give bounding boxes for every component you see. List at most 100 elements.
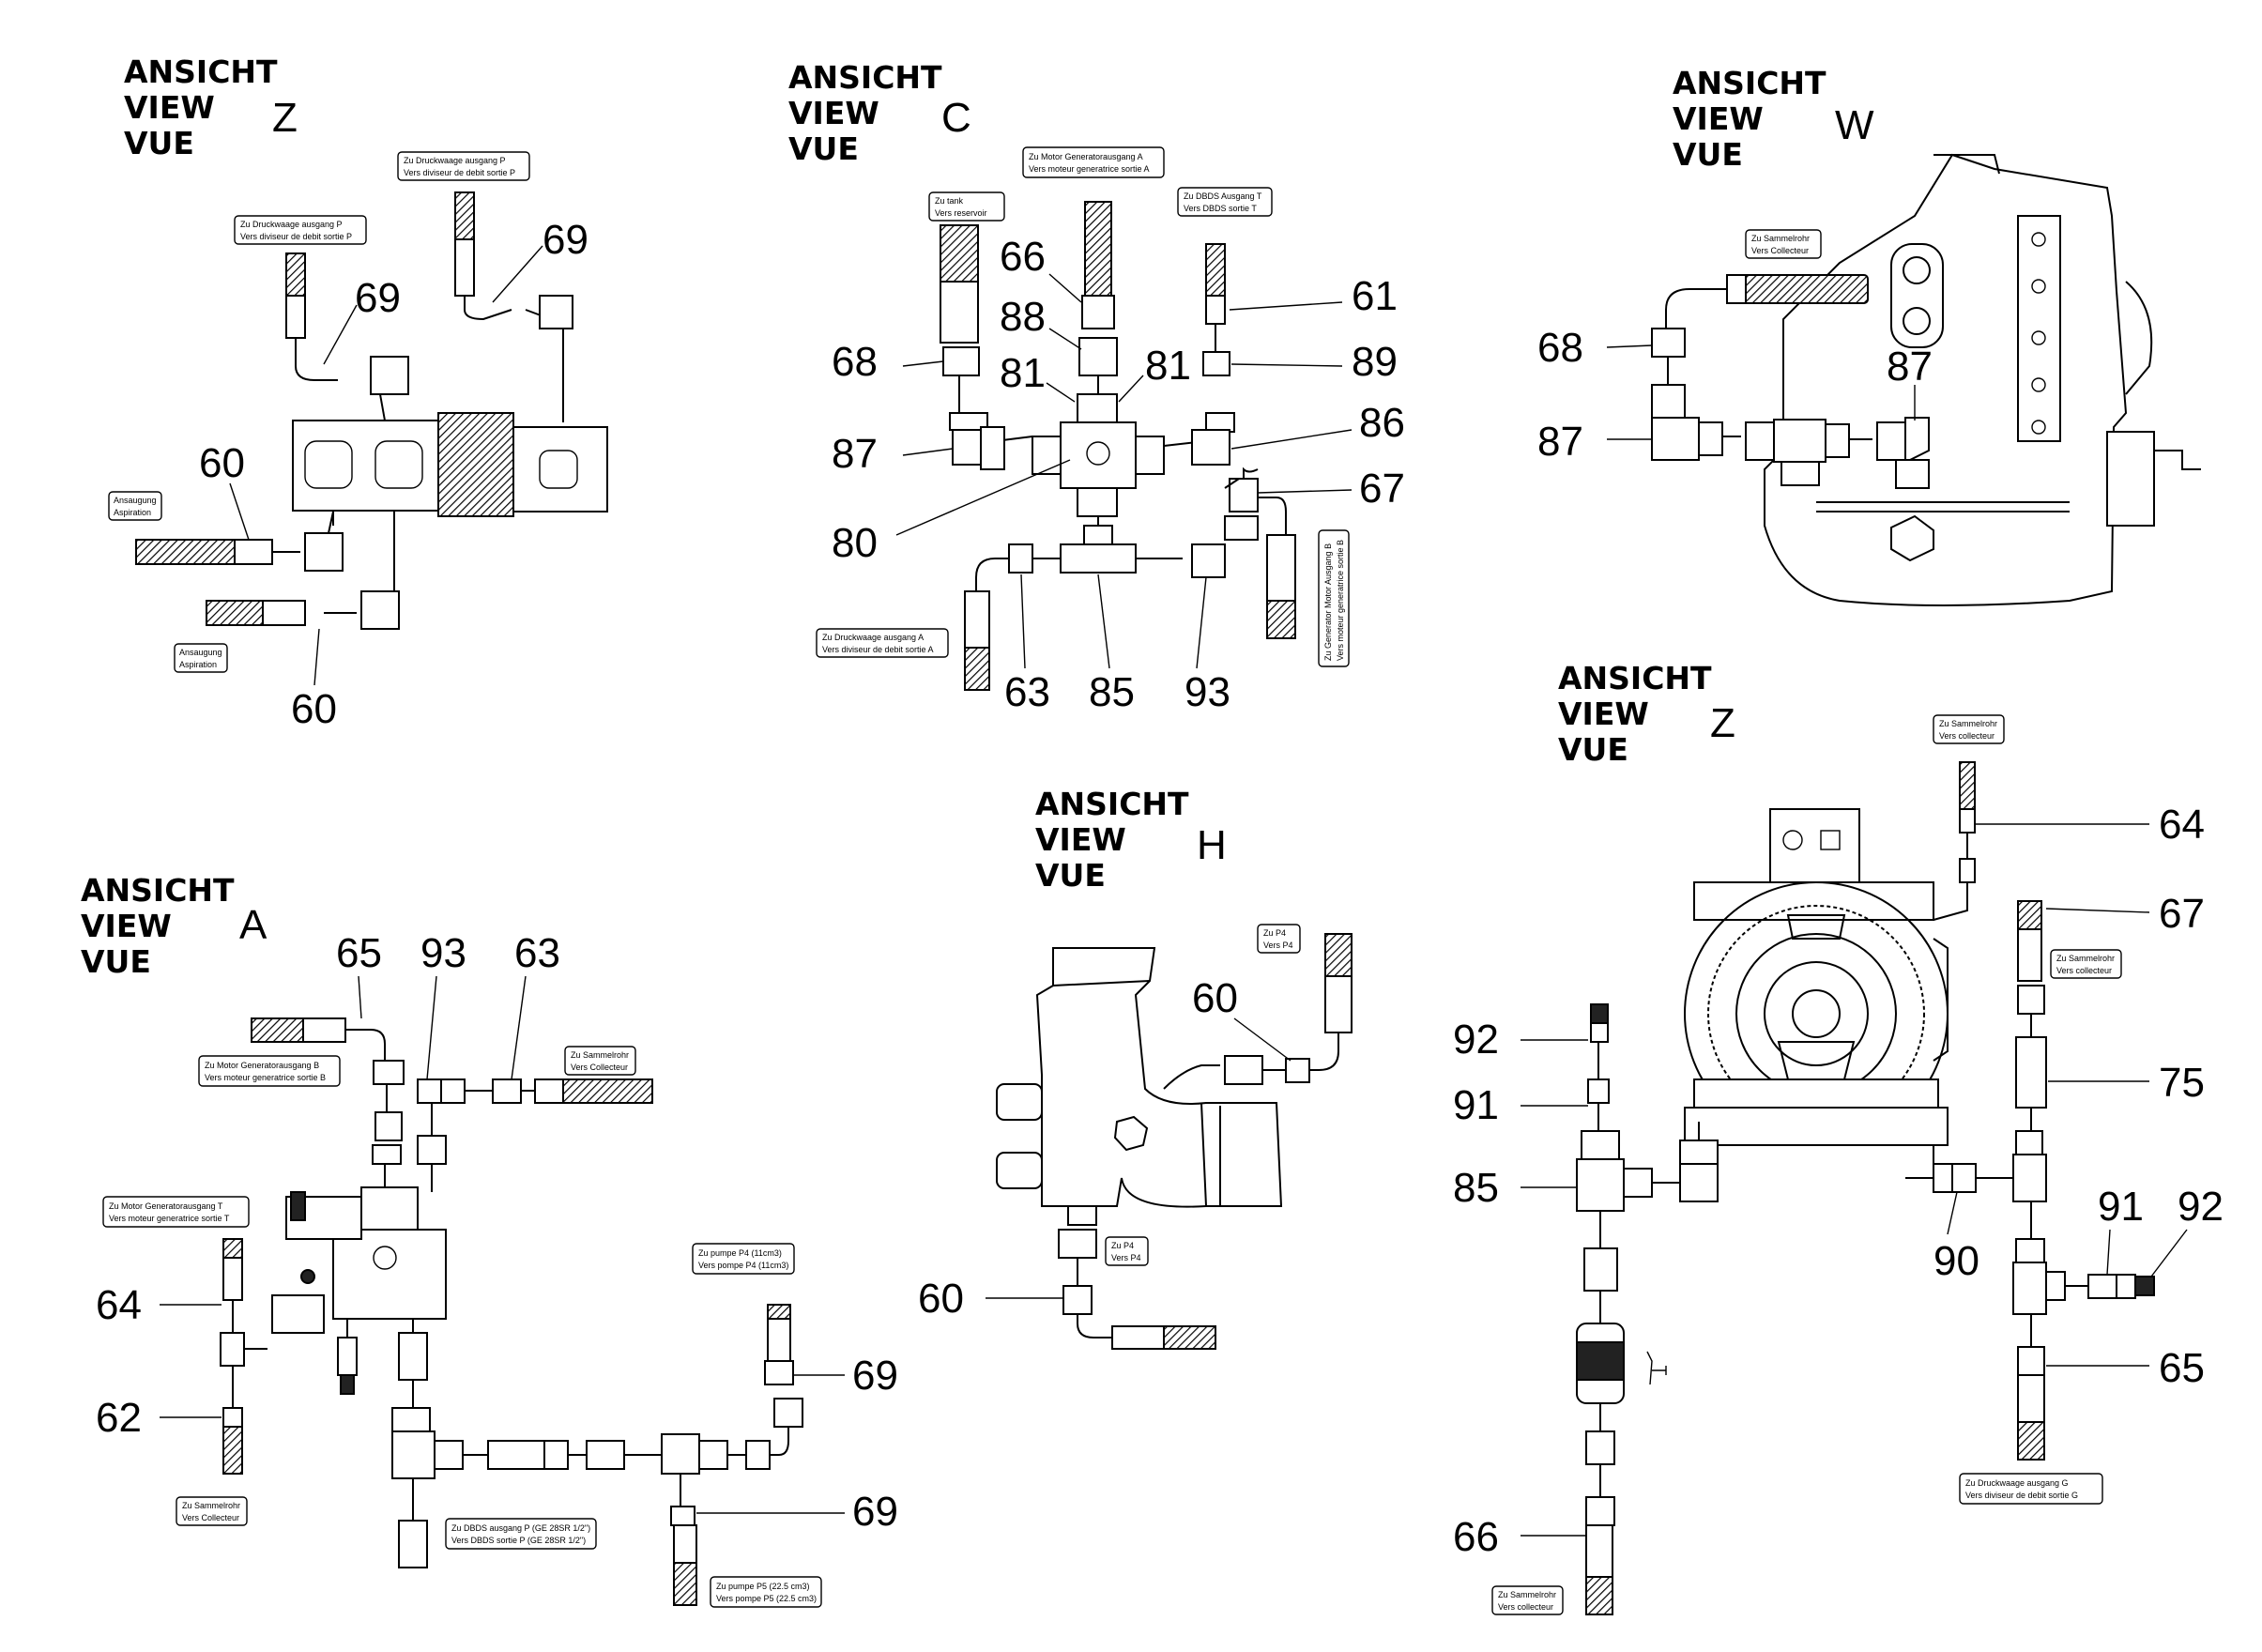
view-title-line: VIEW <box>1035 821 1126 858</box>
svg-text:Zu pumpe P5 (22.5 cm3): Zu pumpe P5 (22.5 cm3) <box>716 1582 810 1591</box>
tee-fitting <box>391 1430 436 1479</box>
callout-number: 87 <box>1887 344 1933 390</box>
svg-text:Vers DBDS sortie T: Vers DBDS sortie T <box>1184 204 1257 213</box>
valve-block <box>994 201 1207 574</box>
svg-text:Vers P4: Vers P4 <box>1111 1253 1141 1262</box>
callout-number: 91 <box>1453 1082 1499 1128</box>
routing-tag: Zu tank Vers reservoir <box>928 191 1005 222</box>
callouts: 69 69 60 60 <box>199 217 588 732</box>
svg-text:Vers collecteur: Vers collecteur <box>1498 1602 1553 1612</box>
routing-tags: Zu Sammelrohr Vers Collecteur <box>1745 229 1822 259</box>
svg-text:Ansaugung: Ansaugung <box>114 496 157 505</box>
callout-number: 60 <box>1192 975 1238 1021</box>
svg-text:Vers collecteur: Vers collecteur <box>1939 731 1995 741</box>
view-title-line: VIEW <box>1558 696 1649 732</box>
routing-tag: Zu P4 Vers P4 <box>1105 1236 1149 1266</box>
callout-number: 85 <box>1089 669 1135 715</box>
callouts: 65 93 63 64 62 69 69 <box>96 930 898 1535</box>
svg-text:Vers pompe P4 (11cm3): Vers pompe P4 (11cm3) <box>698 1261 788 1270</box>
pump-section-cut <box>437 412 514 517</box>
svg-text:Aspiration: Aspiration <box>114 508 151 517</box>
svg-text:Ansaugung: Ansaugung <box>179 648 222 657</box>
hose-line <box>135 191 573 630</box>
tee-fitting <box>1773 419 1826 463</box>
callout-number: 62 <box>96 1395 142 1441</box>
routing-tag: Zu Druckwaage ausgang G Vers diviseur de… <box>1959 1473 2103 1505</box>
view-title-line: ANSICHT <box>81 872 235 909</box>
callout-number: 69 <box>543 217 588 263</box>
view-title: ANSICHT VIEW VUE Z <box>1558 660 1735 768</box>
routing-tags: Zu P4 Vers P4 Zu P4 Vers P4 <box>1105 924 1301 1266</box>
routing-tag: Zu P4 Vers P4 <box>1257 924 1301 954</box>
svg-text:Zu pumpe P4 (11cm3): Zu pumpe P4 (11cm3) <box>698 1248 782 1258</box>
callout-number: 86 <box>1359 400 1405 446</box>
svg-text:Vers moteur generatrice sortie: Vers moteur generatrice sortie A <box>1029 164 1150 174</box>
svg-text:Zu Motor Generatorausgang A: Zu Motor Generatorausgang A <box>1029 152 1143 161</box>
view-title-line: VIEW <box>81 908 172 944</box>
callout-number: 67 <box>2159 891 2205 937</box>
svg-text:Zu P4: Zu P4 <box>1111 1241 1134 1250</box>
callout-number: 68 <box>1537 325 1583 371</box>
callout-number: 80 <box>832 520 878 566</box>
bracket-plate <box>2017 215 2061 442</box>
callout-number: 66 <box>1453 1514 1499 1560</box>
svg-text:Vers Collecteur: Vers Collecteur <box>1751 246 1809 255</box>
callout-number: 63 <box>1004 669 1050 715</box>
hose-line <box>1576 761 2155 1615</box>
view-title-line: VIEW <box>1673 100 1764 137</box>
callout-number: 91 <box>2098 1184 2144 1230</box>
svg-text:Vers moteur generatrice sortie: Vers moteur generatrice sortie B <box>1336 540 1345 661</box>
callout-number: 65 <box>336 930 382 976</box>
callout-number: 81 <box>1145 343 1191 389</box>
svg-text:Vers diviseur de debit sortie: Vers diviseur de debit sortie G <box>1965 1491 2078 1500</box>
view-letter: W <box>1835 102 1874 148</box>
routing-tag: Zu Generator Motor Ausgang B Vers moteur… <box>1318 529 1350 667</box>
view-letter: A <box>239 902 267 948</box>
svg-text:Vers DBDS sortie P (GE 28SR 1/: Vers DBDS sortie P (GE 28SR 1/2") <box>451 1536 586 1545</box>
callouts: 66 88 61 89 68 81 81 86 87 67 80 63 85 <box>832 234 1405 715</box>
svg-text:Aspiration: Aspiration <box>179 660 217 669</box>
svg-text:Zu Sammelrohr: Zu Sammelrohr <box>2056 954 2115 963</box>
terminal-box <box>1769 808 1860 885</box>
callout-number: 60 <box>918 1276 964 1322</box>
svg-text:Zu Sammelrohr: Zu Sammelrohr <box>182 1501 240 1510</box>
callouts: 64 67 92 91 75 85 91 92 90 65 66 <box>1453 802 2224 1560</box>
view-letter: Z <box>1710 700 1735 746</box>
electric-motor <box>1684 808 1949 1146</box>
callout-number: 88 <box>1000 294 1046 340</box>
routing-tag: Zu Sammelrohr Vers collecteur <box>2050 949 2122 979</box>
view-title: ANSICHT VIEW VUE Z <box>124 54 298 161</box>
callout-number: 81 <box>1000 350 1046 396</box>
view-title-line: ANSICHT <box>1673 65 1826 101</box>
view-title-line: ANSICHT <box>1558 660 1712 696</box>
view-z-top-left: ANSICHT VIEW VUE Z <box>108 54 608 732</box>
view-w-top-right: ANSICHT VIEW VUE W <box>1537 65 2201 606</box>
view-title-line: ANSICHT <box>788 59 942 96</box>
tee-fitting <box>1060 543 1137 574</box>
svg-text:Vers diviseur de debit sortie: Vers diviseur de debit sortie A <box>822 645 934 654</box>
view-title: ANSICHT VIEW VUE C <box>788 59 971 167</box>
callout-number: 90 <box>1933 1238 1979 1284</box>
svg-text:Zu Druckwaage ausgang G: Zu Druckwaage ausgang G <box>1965 1478 2069 1488</box>
svg-text:Zu Sammelrohr: Zu Sammelrohr <box>1939 719 1997 728</box>
svg-text:Zu Druckwaage ausgang P: Zu Druckwaage ausgang P <box>240 220 343 229</box>
tee-fitting <box>661 1433 700 1475</box>
svg-text:Zu tank: Zu tank <box>935 196 964 206</box>
pump-assembly <box>292 309 608 601</box>
svg-text:Vers moteur generatrice sortie: Vers moteur generatrice sortie B <box>205 1073 326 1082</box>
svg-text:Zu Generator Motor Ausgang B: Zu Generator Motor Ausgang B <box>1323 543 1333 661</box>
svg-text:Vers Collecteur: Vers Collecteur <box>182 1513 239 1522</box>
pump-end-cap <box>512 426 608 512</box>
tee-fitting <box>2012 1262 2047 1315</box>
view-title-line: ANSICHT <box>124 54 278 90</box>
svg-text:Zu P4: Zu P4 <box>1263 928 1286 938</box>
routing-tag: Ansaugung Aspiration <box>108 491 162 521</box>
hose-line <box>940 224 1296 691</box>
svg-text:Zu DBDS Ausgang T: Zu DBDS Ausgang T <box>1184 191 1262 201</box>
valve-body <box>332 1229 447 1320</box>
callout-number: 87 <box>1537 419 1583 465</box>
svg-text:Zu Druckwaage ausgang A: Zu Druckwaage ausgang A <box>822 633 924 642</box>
callout-number: 68 <box>832 339 878 385</box>
svg-text:Zu Druckwaage ausgang P: Zu Druckwaage ausgang P <box>404 156 506 165</box>
